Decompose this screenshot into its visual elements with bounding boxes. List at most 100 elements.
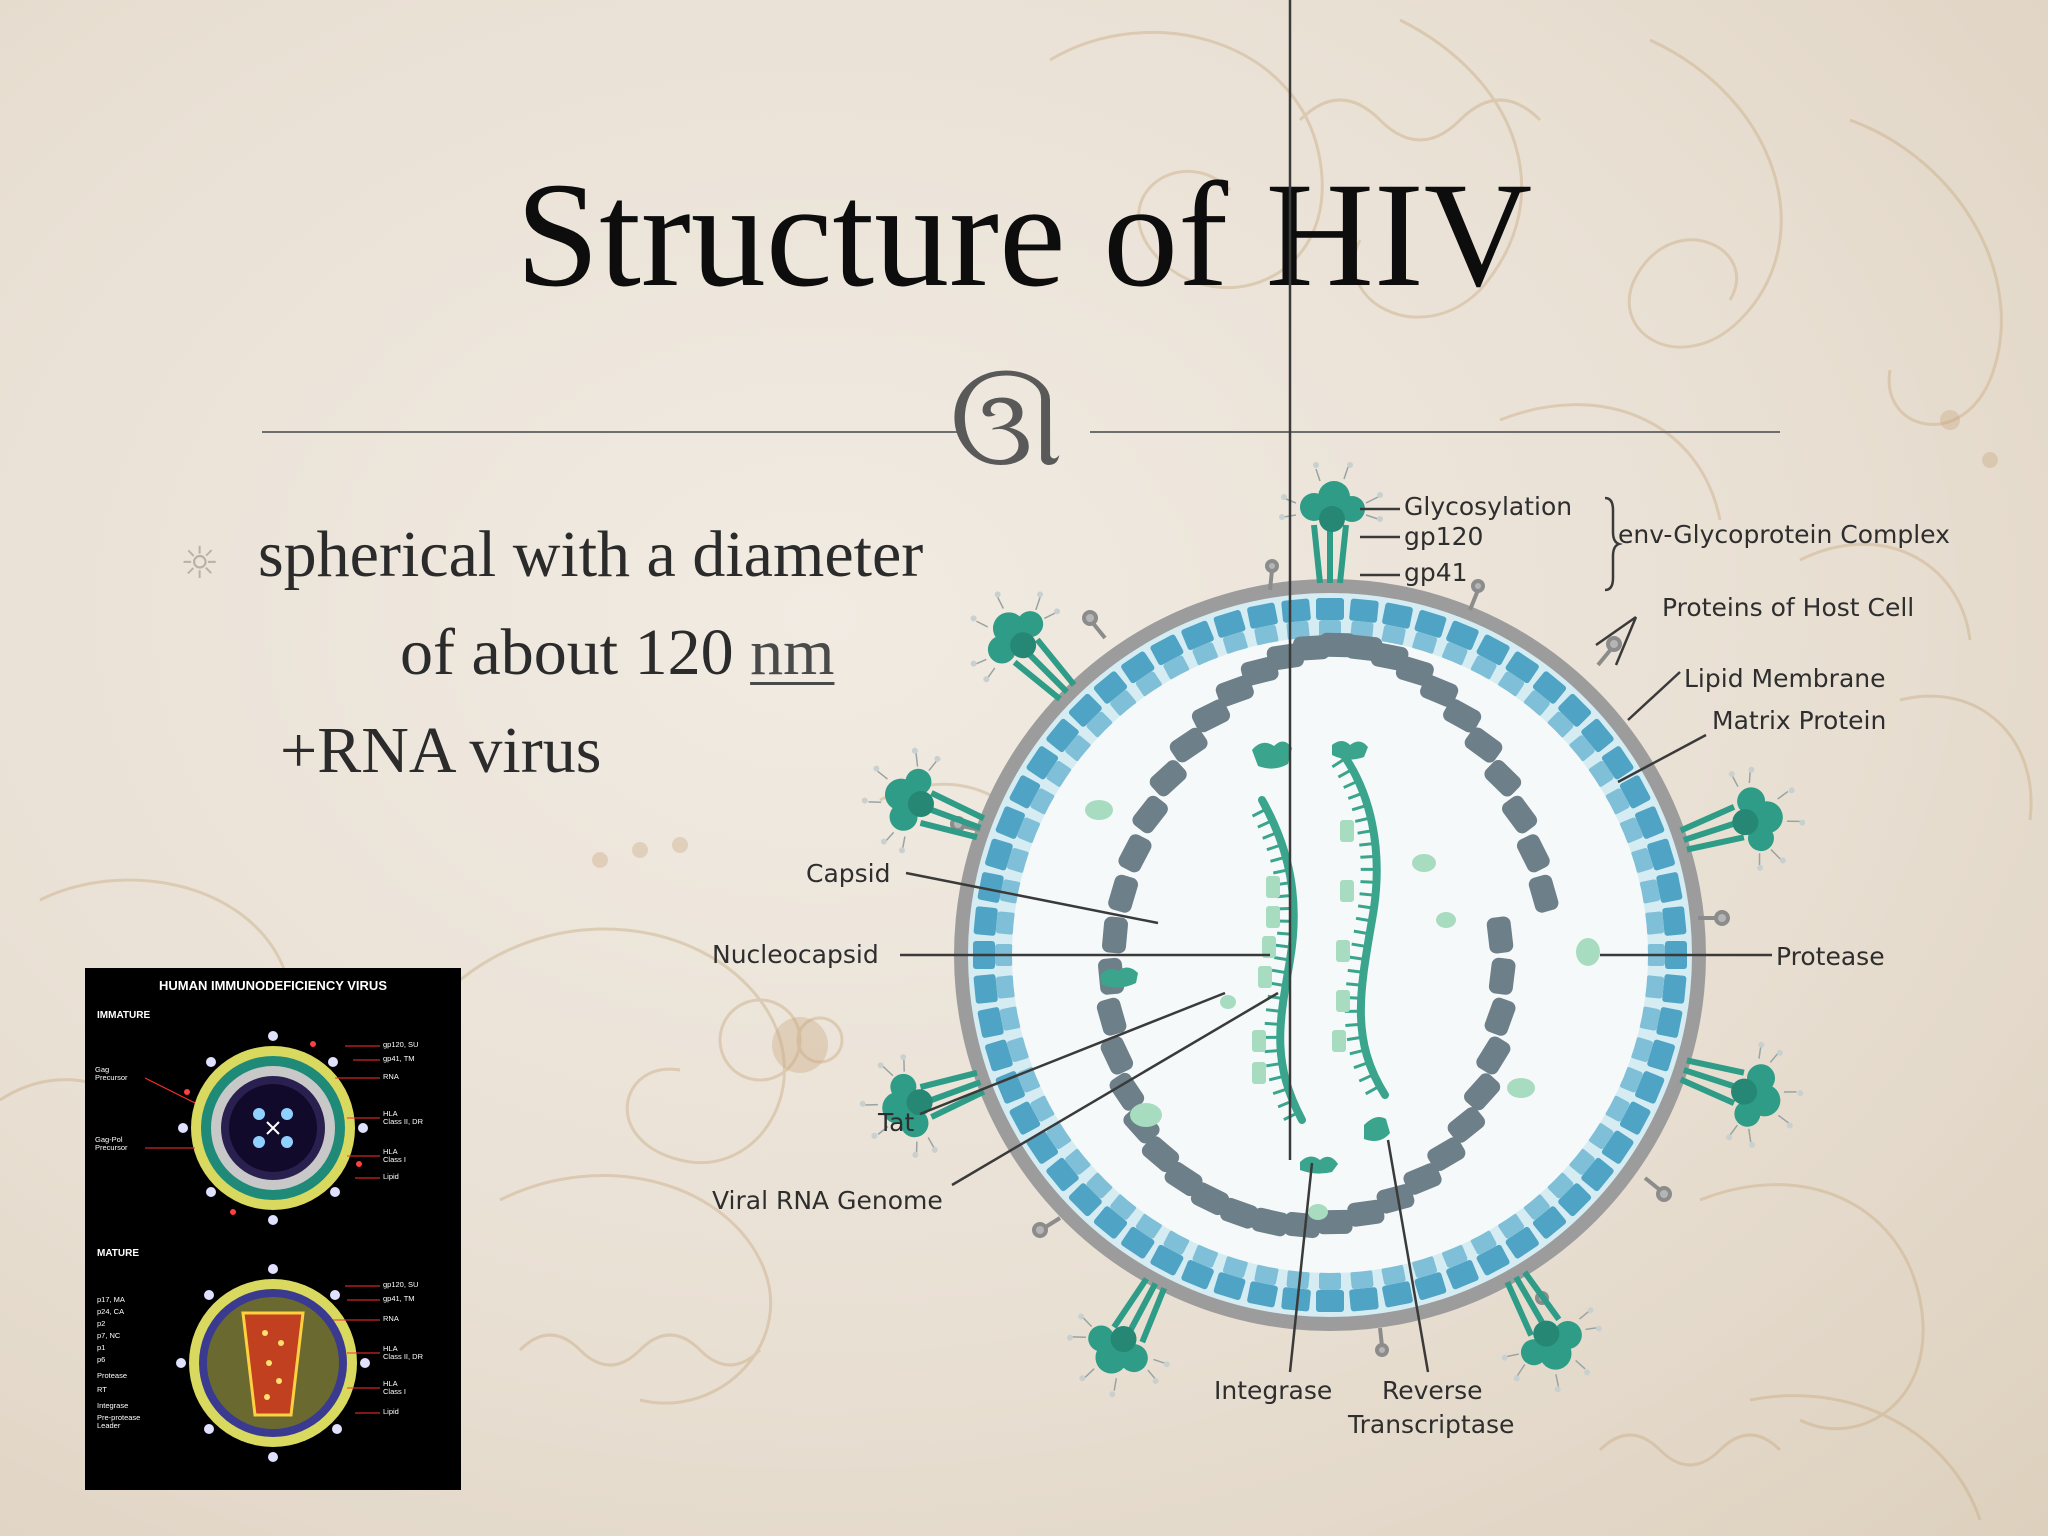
label-nucleocapsid: Nucleocapsid [712,940,879,969]
capsid-protein-block [1420,675,1459,707]
matrix-protein-block [1349,1287,1379,1312]
capsid-protein-block [1100,1036,1134,1075]
nm-link[interactable]: nm [750,616,835,689]
rna-base-tick [1266,1061,1283,1068]
nucleocapsid-proteins [1252,820,1354,1084]
capsid-protein-block [1447,1107,1486,1143]
rna-base-tick [1269,981,1286,988]
matrix-protein-block [1150,634,1184,666]
label-gp120: gp120 [1404,522,1484,551]
rna-base-tick [1347,968,1364,974]
rna-base-tick [1360,854,1377,859]
capsid-protein-block [1403,1163,1442,1195]
matrix-protein-block [973,974,998,1004]
label-integrase: Integrase [1214,1376,1333,1405]
rna-base-tick [1277,906,1294,911]
thumbnail-mat-hla2: HLA Class II, DR [383,1344,424,1362]
thumbnail-mat-protease: Protease [97,1371,128,1380]
matrix-protein-block [1644,911,1665,935]
thumbnail-gag-precursor: Gag Precursor [95,1065,128,1083]
rna-base-tick [1359,841,1376,847]
matrix-protein-block [1213,610,1246,638]
capsid-protein-block [1220,1197,1259,1229]
matrix-protein-block [1523,690,1550,716]
env-glycoprotein-spike [970,591,1077,702]
matrix-protein-block [1446,620,1479,650]
matrix-protein-block [1086,711,1113,738]
matrix-protein-block [1381,1264,1406,1286]
thumbnail-mat-gp120: gp120, SU [383,1280,419,1289]
matrix-protein-block [1006,1037,1030,1063]
matrix-protein-block [1581,718,1614,753]
matrix-protein-block [1213,1272,1246,1300]
env-glycoprotein-complexes [859,462,1806,1398]
capsid-protein-block [1516,834,1550,873]
matrix-protein-block [1656,872,1683,903]
rna-base-tick [1353,1060,1370,1070]
matrix-protein-block [1121,651,1155,684]
ornament-glyph: ઊ [950,363,1064,491]
matrix-protein-block [985,838,1013,871]
matrix-protein-block [1414,610,1447,638]
matrix-protein-block [1644,975,1665,999]
matrix-protein-block [1412,631,1438,655]
matrix-protein-block [1319,1272,1341,1290]
matrix-protein-block [1286,1269,1310,1290]
label-gp41: gp41 [1404,558,1468,587]
capsid-protein-block [1169,727,1208,763]
matrix-protein-block [1381,624,1406,646]
rna-base-tick [1357,904,1375,910]
matrix-protein-block [995,1071,1025,1104]
rna-base-tick [1251,807,1268,818]
matrix-protein-block [999,1006,1021,1031]
thumbnail-gagpol-precursor: Gag-Pol Precursor [95,1135,128,1153]
matrix-protein-block [1026,746,1059,780]
rna-base-tick [1331,756,1347,769]
rna-base-tick [1346,982,1363,987]
rna-base-tick [1273,955,1291,962]
capsid-protein-block [1464,727,1503,763]
rna-base-tick [1345,1022,1362,1027]
thumbnail-mat-p1: p1 [97,1343,106,1352]
matrix-protein-block [1558,1183,1592,1217]
matrix-protein-block [1505,1226,1539,1259]
capsid-protein-block [1376,1184,1415,1214]
matrix-protein-block [1046,1157,1079,1192]
thumbnail-mat-p2: p2 [97,1319,106,1328]
slide-title: Structure of HIV [515,152,1533,318]
matrix-protein-block [1414,1272,1447,1300]
matrix-protein-block [1009,775,1041,809]
matrix-protein-block [1181,620,1214,650]
label-matrix-protein: Matrix Protein [1712,706,1887,735]
title-divider-left [262,431,962,433]
rna-base-tick [1272,1087,1289,1096]
matrix-protein-block [1581,1157,1614,1192]
matrix-protein-block [1569,735,1595,762]
matrix-protein-block [1192,642,1218,666]
matrix-protein-block [1630,1037,1654,1063]
thumbnail-immature-label: IMMATURE [97,1010,151,1021]
rna-base-tick [1357,829,1374,835]
matrix-protein-block [1065,1148,1091,1175]
label-capsid: Capsid [806,859,891,888]
label-proteins-of-host-cell: Proteins of Host Cell [1662,593,1915,622]
bullet-line-2: of about 120 nm [400,620,834,686]
matrix-protein-block [977,872,1004,903]
capsid-protein-block [1347,1199,1385,1227]
capsid-protein-block [1118,834,1152,873]
rna-base-tick [1265,1008,1283,1013]
label-transcriptase: Transcriptase [1348,1410,1515,1439]
matrix-protein-block [1068,693,1102,727]
capsid-protein-block [1132,795,1168,834]
capsid-protein-block [1149,760,1187,797]
matrix-protein-block [1350,1269,1374,1290]
rna-base-tick [1346,1035,1364,1042]
thumbnail-mat-hla1: HLA Class I [383,1379,406,1397]
matrix-protein-block [1547,1172,1574,1199]
label-tat: Tat [878,1108,915,1137]
rna-base-tick [1347,791,1364,800]
matrix-protein-block [1316,1290,1344,1312]
thumbnail-mat-p7: p7, NC [97,1331,121,1340]
capsid-protein-block [1251,1207,1290,1237]
